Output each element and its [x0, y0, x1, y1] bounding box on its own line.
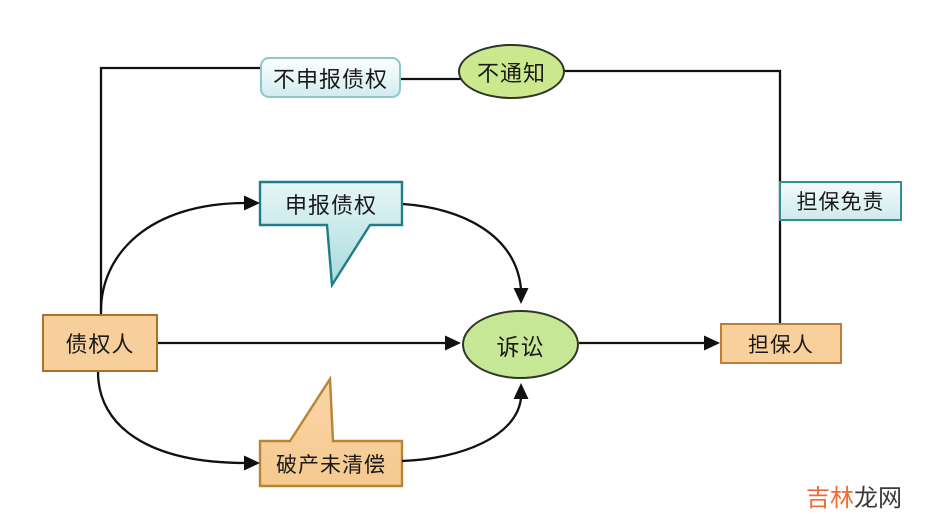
arrowhead-creditor-to-bankruptcy — [244, 455, 260, 471]
arrow-creditor-to-bankruptcy — [96, 371, 247, 465]
line-nonotify-to-guarantor — [562, 69, 782, 324]
node-creditor: 债权人 — [42, 314, 158, 372]
node-bankruptcy-label: 破产未清偿 — [276, 453, 386, 477]
bankruptcy-bubble-shape — [258, 375, 404, 488]
arrowhead-creditor-to-declare — [244, 195, 260, 211]
node-no-declare: 不申报债权 — [260, 57, 401, 98]
arrowhead-declare-to-lawsuit — [513, 288, 529, 304]
arrow-declare-to-lawsuit — [402, 202, 523, 290]
watermark-part2: 龙网 — [854, 485, 902, 512]
node-guarantee-exempt: 担保免责 — [779, 181, 902, 221]
node-declare-label: 申报债权 — [284, 192, 377, 218]
node-guarantor: 担保人 — [720, 323, 842, 364]
watermark-part1: 吉林 — [806, 485, 854, 512]
arrowhead-bankruptcy-to-lawsuit — [513, 383, 529, 399]
line-creditor-to-nodeclare — [99, 66, 261, 314]
arrowhead-lawsuit-to-guarantor — [704, 335, 720, 351]
arrow-bankruptcy-to-lawsuit — [401, 397, 523, 463]
node-no-notify: 不通知 — [458, 44, 565, 99]
declare-bubble-shape — [258, 180, 404, 289]
node-lawsuit: 诉讼 — [462, 310, 579, 379]
arrow-creditor-to-declare — [99, 201, 247, 312]
arrowhead-creditor-to-lawsuit — [445, 335, 461, 351]
watermark: 吉林龙网 — [806, 478, 902, 513]
